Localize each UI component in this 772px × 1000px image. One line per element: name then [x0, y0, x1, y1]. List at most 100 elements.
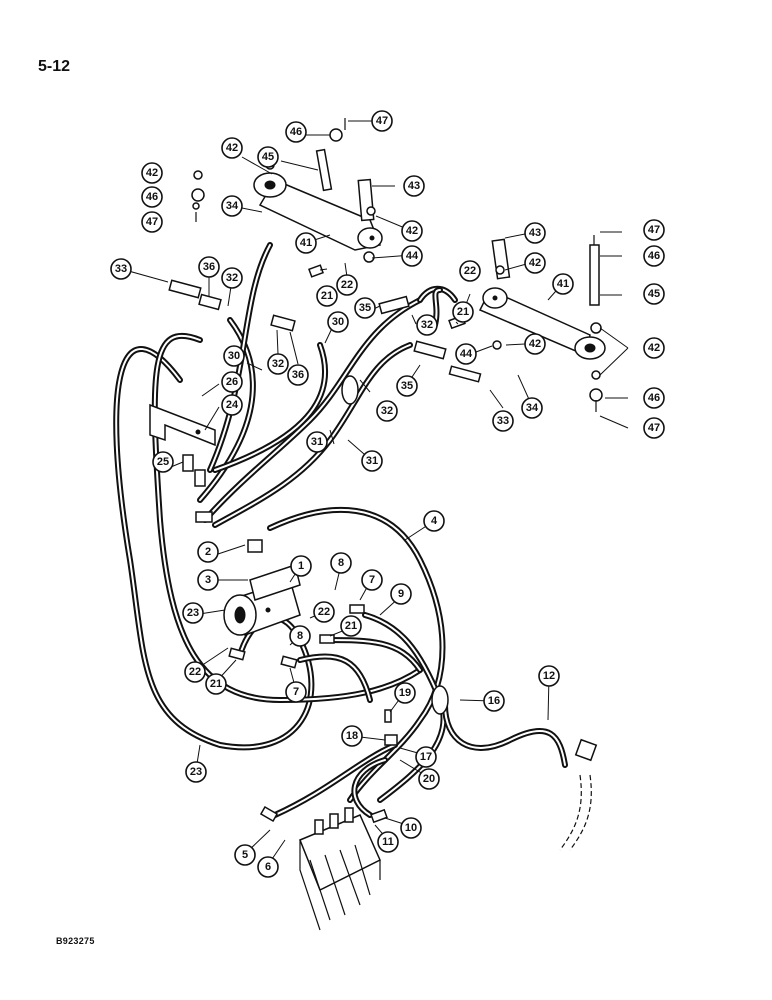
callout-4: 4: [423, 510, 445, 532]
callout-42f: 42: [643, 337, 665, 359]
svg-text:46: 46: [290, 126, 302, 138]
svg-text:41: 41: [300, 237, 312, 249]
callout-47d: 47: [643, 417, 665, 439]
svg-text:7: 7: [369, 574, 375, 586]
callout-45b: 45: [643, 283, 665, 305]
callout-46b: 46: [141, 186, 163, 208]
callout-22a: 22: [336, 274, 358, 296]
control-valve: [299, 807, 381, 931]
svg-text:23: 23: [190, 766, 202, 778]
callout-1: 1: [290, 555, 312, 577]
svg-text:11: 11: [382, 836, 394, 848]
callout-21d: 21: [205, 673, 227, 695]
svg-text:18: 18: [346, 730, 358, 742]
svg-text:24: 24: [226, 399, 239, 411]
callout-25: 25: [152, 451, 174, 473]
callout-17: 17: [415, 746, 437, 768]
svg-text:32: 32: [272, 358, 284, 370]
callout-43a: 43: [403, 175, 425, 197]
svg-text:43: 43: [529, 227, 541, 239]
svg-text:8: 8: [338, 557, 344, 569]
callout-9: 9: [390, 583, 412, 605]
svg-text:47: 47: [648, 224, 660, 236]
svg-text:44: 44: [406, 250, 419, 262]
callout-42c: 42: [401, 220, 423, 242]
callout-21a: 21: [316, 285, 338, 307]
callout-35b: 35: [396, 375, 418, 397]
svg-text:46: 46: [648, 392, 660, 404]
callout-47a: 47: [371, 110, 393, 132]
callout-5: 5: [234, 844, 256, 866]
svg-text:36: 36: [203, 261, 215, 273]
svg-text:46: 46: [648, 250, 660, 262]
svg-text:25: 25: [157, 456, 169, 468]
svg-text:12: 12: [543, 670, 555, 682]
svg-text:47: 47: [376, 115, 388, 127]
svg-text:32: 32: [421, 319, 433, 331]
callout-44b: 44: [455, 343, 477, 365]
callout-41b: 41: [552, 273, 574, 295]
callout-45a: 45: [257, 146, 279, 168]
svg-text:22: 22: [189, 666, 201, 678]
callout-36b: 36: [287, 364, 309, 386]
callout-8a: 8: [330, 552, 352, 574]
svg-text:43: 43: [408, 180, 420, 192]
callout-31a: 31: [306, 431, 328, 453]
svg-text:4: 4: [431, 515, 438, 527]
callout-30a: 30: [223, 345, 245, 367]
callout-41a: 41: [295, 232, 317, 254]
svg-text:16: 16: [488, 695, 500, 707]
callout-32b: 32: [267, 353, 289, 375]
callout-16: 16: [483, 690, 505, 712]
svg-text:21: 21: [321, 290, 333, 302]
callout-23b: 23: [185, 761, 207, 783]
bracket-24: [149, 403, 216, 447]
svg-text:33: 33: [115, 263, 127, 275]
svg-text:3: 3: [205, 574, 211, 586]
svg-text:10: 10: [405, 822, 417, 834]
svg-text:36: 36: [292, 369, 304, 381]
callout-7a: 7: [361, 569, 383, 591]
svg-text:34: 34: [526, 402, 539, 414]
callout-44a: 44: [401, 245, 423, 267]
svg-text:1: 1: [298, 560, 304, 572]
svg-text:22: 22: [318, 606, 330, 618]
svg-text:31: 31: [366, 455, 378, 467]
svg-text:42: 42: [406, 225, 418, 237]
svg-text:47: 47: [146, 216, 158, 228]
callout-22d: 22: [184, 661, 206, 683]
swing-motor: [223, 564, 301, 636]
svg-text:21: 21: [210, 678, 222, 690]
svg-text:19: 19: [399, 687, 411, 699]
callout-30b: 30: [327, 311, 349, 333]
callout-34a: 34: [221, 195, 243, 217]
svg-text:33: 33: [497, 415, 509, 427]
svg-text:17: 17: [420, 751, 432, 763]
callouts: 1 2 3 4 5 6 7 7 8 8 9 10 11 12 16 17 18 …: [110, 110, 665, 878]
callout-34b: 34: [521, 397, 543, 419]
callout-11: 11: [377, 831, 399, 853]
callout-46d: 46: [643, 387, 665, 409]
svg-text:5: 5: [242, 849, 248, 861]
svg-text:31: 31: [311, 436, 323, 448]
callout-36a: 36: [198, 256, 220, 278]
svg-text:44: 44: [460, 348, 473, 360]
callout-24: 24: [221, 394, 243, 416]
page-number: 5-12: [38, 58, 71, 75]
svg-text:21: 21: [457, 306, 469, 318]
callout-12: 12: [538, 665, 560, 687]
svg-text:34: 34: [226, 200, 239, 212]
callout-32a: 32: [221, 267, 243, 289]
callout-18: 18: [341, 725, 363, 747]
svg-text:41: 41: [557, 278, 569, 290]
callout-33b: 33: [492, 410, 514, 432]
svg-text:30: 30: [228, 350, 240, 362]
svg-text:47: 47: [648, 422, 660, 434]
callout-2: 2: [197, 541, 219, 563]
callout-46c: 46: [643, 245, 665, 267]
svg-text:32: 32: [381, 405, 393, 417]
svg-text:32: 32: [226, 272, 238, 284]
callout-46a: 46: [285, 121, 307, 143]
callout-31b: 31: [361, 450, 383, 472]
